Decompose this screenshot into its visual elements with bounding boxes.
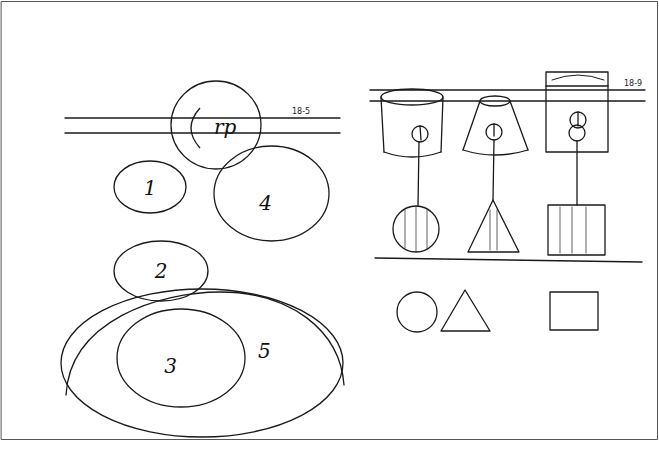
triangle-shape [441,290,490,331]
sheet-number: 18-9 [624,80,642,88]
page-frame [2,2,658,440]
lamp-figure [381,89,443,252]
sketch-stroke [191,108,200,148]
lamp-figure [463,96,528,252]
sheet-number: 18-5 [292,108,310,116]
ellipse-outline [214,146,329,241]
callout-number: rp [214,117,236,137]
square-shape [550,292,598,330]
sketch-ellipse: 4 [213,145,330,242]
sketch-ellipse: rp [170,80,262,170]
ellipse-outline [171,81,261,169]
ellipse-outline [60,288,344,438]
ellipse-outline [117,309,245,407]
ruling-line [370,100,645,101]
lamp-figure [546,72,608,255]
sketch-ellipse: 1 [113,160,187,214]
ruling-line [65,132,340,133]
ellipse-outline [116,308,246,408]
callout-number: 4 [259,193,272,213]
divider-line [375,258,642,262]
callout-number: 3 [164,356,177,376]
ellipse-outline [61,289,343,437]
callout-number: 1 [144,178,157,198]
sketch-ellipse: 3 [116,308,246,408]
callout-number: 5 [258,341,271,361]
circle-shape [397,292,437,332]
callout-number: 2 [155,261,168,281]
ellipse-outline [114,161,186,213]
ruling-line [65,117,340,118]
sketch-ellipse: 53 [60,288,344,438]
